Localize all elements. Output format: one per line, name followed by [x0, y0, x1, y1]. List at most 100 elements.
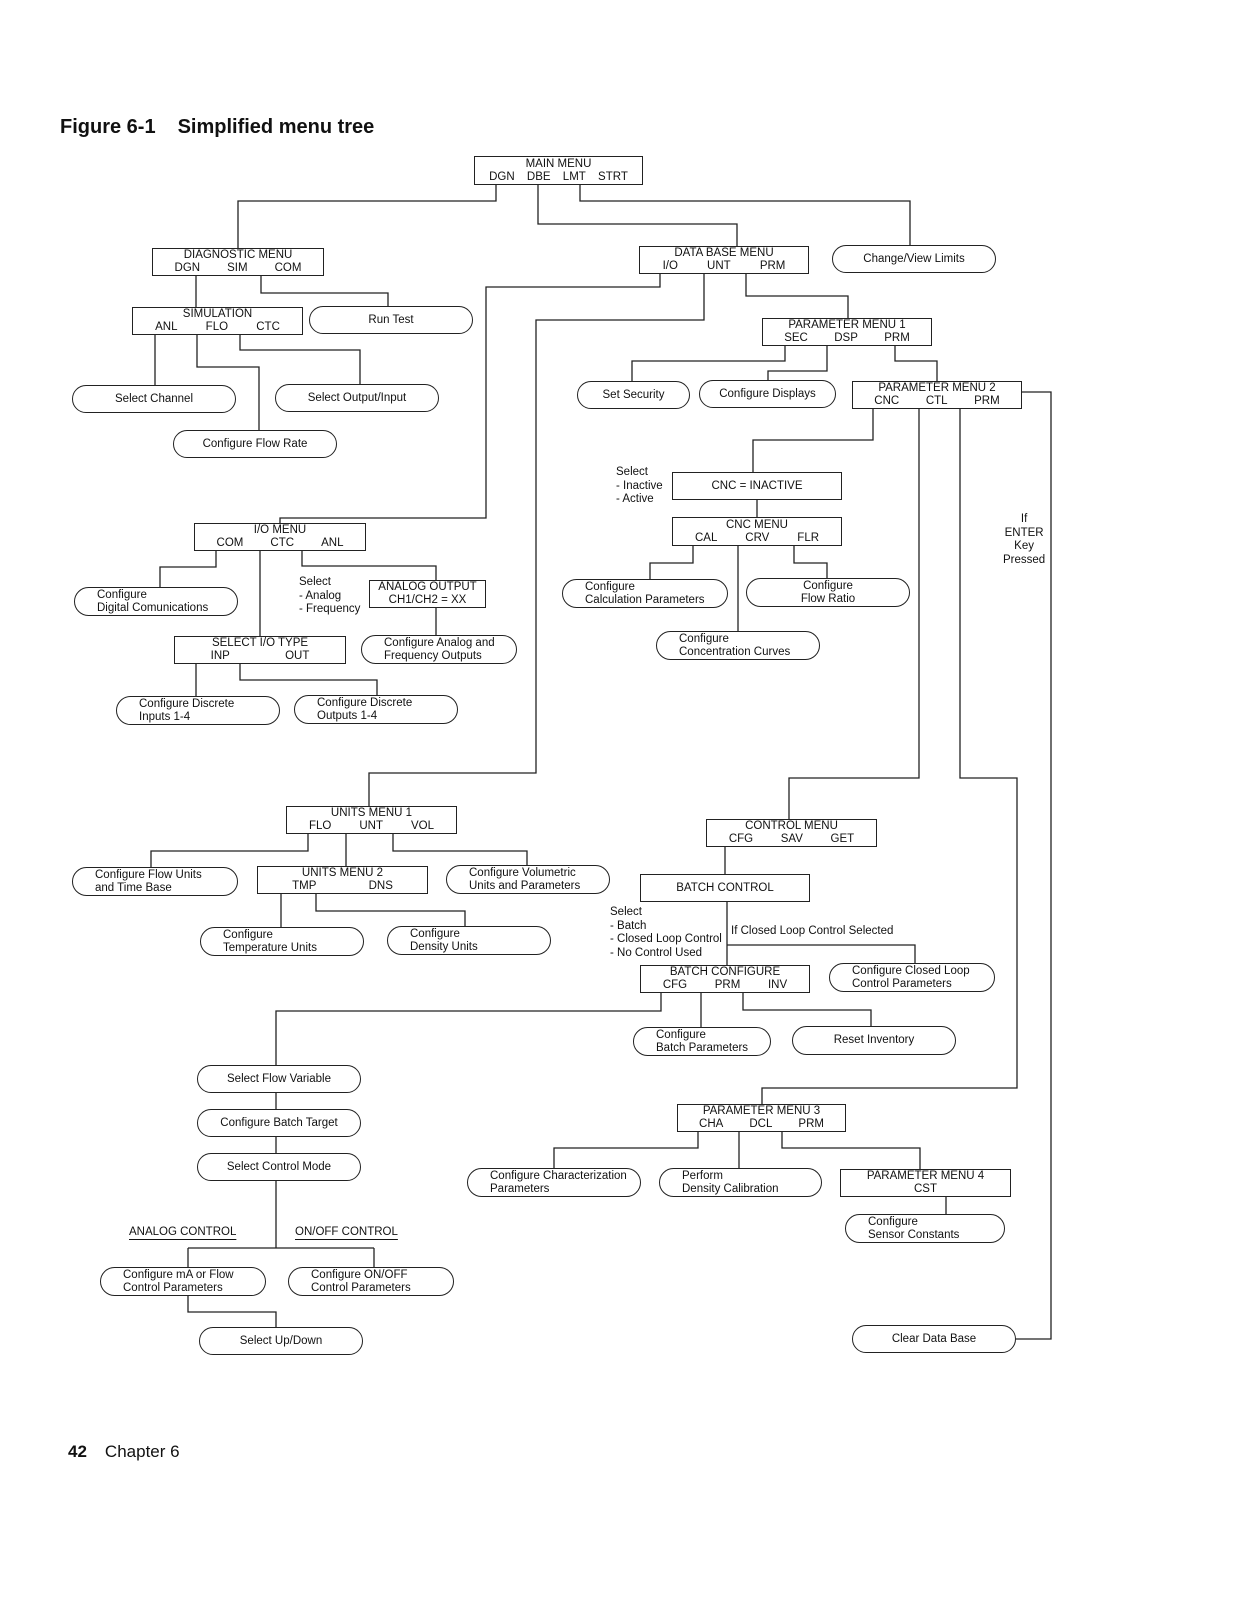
action-label-line: Clear Data Base	[891, 1332, 977, 1345]
menu-option: CFG	[662, 979, 688, 991]
onoff-control-note: ON/OFF CONTROL	[295, 1226, 398, 1240]
action-label-line: Configure Characterization	[490, 1169, 627, 1182]
menu-option: OUT	[285, 650, 310, 662]
menu-title: MAIN MENU	[525, 157, 592, 170]
connector-line	[793, 546, 828, 578]
action-label-line: Select Channel	[115, 392, 193, 405]
connector-line	[150, 834, 309, 867]
note-line: Select	[610, 906, 642, 918]
connector-line	[275, 993, 662, 1065]
figure-caption: Simplified menu tree	[177, 116, 375, 138]
connector-line	[187, 1296, 277, 1327]
menu-option: DSP	[834, 332, 858, 344]
action-label-line: Select Output/Input	[307, 391, 407, 404]
menu-option: TMP	[292, 880, 317, 892]
action-label-line: Reset Inventory	[833, 1034, 915, 1046]
menu-option: DBE	[526, 170, 551, 183]
menu-option: CNC	[874, 395, 900, 407]
note-line: - Frequency	[299, 603, 361, 615]
menu-option: INP	[210, 650, 230, 662]
menu-option: FLR	[797, 531, 820, 544]
action-label-line: Frequency Outputs	[384, 649, 482, 662]
note-line: - Batch	[610, 919, 647, 932]
action-label-line: Configure Analog and	[384, 636, 495, 649]
note-line: Key	[1014, 540, 1034, 552]
action-label-line: Configure Discrete	[139, 697, 235, 710]
page-number: 42	[68, 1442, 87, 1461]
action-label-line: Sensor Constants	[868, 1228, 960, 1241]
figure-number: Figure 6-1	[60, 116, 156, 138]
menu-option: ANL	[155, 321, 178, 333]
menu-title: DIAGNOSTIC MENU	[183, 249, 293, 261]
action-label-line: Units and Parameters	[469, 879, 581, 892]
connector-line	[553, 1132, 699, 1168]
menu-option: SIM	[227, 262, 248, 274]
note-line: ENTER	[1004, 526, 1044, 539]
connector-line	[579, 185, 911, 245]
connector-line	[315, 894, 466, 926]
connector-line	[537, 185, 738, 246]
action-label-line: Run Test	[368, 313, 414, 326]
menu-option: CH1/CH2 = XX	[388, 594, 467, 606]
action-label-line: Control Parameters	[123, 1281, 223, 1294]
change-view-limits-action: Change/View Limits	[832, 245, 996, 273]
menu-title: PARAMETER MENU 3	[702, 1105, 821, 1117]
menu-option: DNS	[368, 880, 393, 892]
action-label-line: Density Units	[410, 940, 478, 953]
menu-options: CST	[849, 1183, 1002, 1196]
menu-option: PRM	[759, 260, 786, 272]
cnc-select-note: Select- Inactive- Active	[616, 466, 663, 507]
menu-option: PRM	[884, 332, 910, 344]
cnc-inactive-menu-box: CNC = INACTIVE	[672, 472, 842, 500]
closed-loop-selected-note: If Closed Loop Control Selected	[731, 925, 893, 939]
action-label-line: Digital Comunications	[97, 601, 209, 614]
connector-line	[237, 185, 497, 248]
action-label-line: Configure	[868, 1215, 918, 1228]
action-label-line: Configure Volumetric	[469, 866, 576, 879]
note-line: If Closed Loop Control Selected	[731, 925, 894, 937]
menu-option: VOL	[410, 820, 434, 832]
menu-options: SEC DSP PRM	[771, 332, 923, 345]
menu-title: BATCH CONTROL	[676, 881, 774, 894]
connector-line	[239, 335, 361, 384]
note-line: - Inactive	[616, 479, 663, 492]
action-label-line: Configure ON/OFF	[311, 1268, 408, 1281]
action-label-line: Configure Discrete	[317, 696, 413, 709]
menu-option: INV	[767, 979, 788, 991]
menu-options: INP OUT	[183, 650, 337, 663]
action-label-line: Configure	[410, 927, 460, 940]
connector-line	[742, 993, 872, 1026]
action-label-line: Select Up/Down	[239, 1334, 323, 1347]
connector-line	[745, 274, 849, 318]
figure-title: Figure 6-1 Simplified menu tree	[60, 116, 374, 139]
menu-option: SEC	[784, 332, 808, 344]
configure-displays-action: Configure Displays	[699, 380, 836, 408]
menu-title: SIMULATION	[182, 308, 253, 320]
menu-option: GET	[830, 833, 855, 845]
menu-option: DGN	[489, 170, 515, 183]
action-label-line: Configure Flow Rate	[202, 437, 308, 450]
connector-line	[159, 551, 217, 587]
action-label-line: Configure Closed Loop	[852, 964, 970, 977]
menu-title: UNITS MENU 1	[330, 807, 413, 819]
menu-title: UNITS MENU 2	[301, 867, 384, 879]
